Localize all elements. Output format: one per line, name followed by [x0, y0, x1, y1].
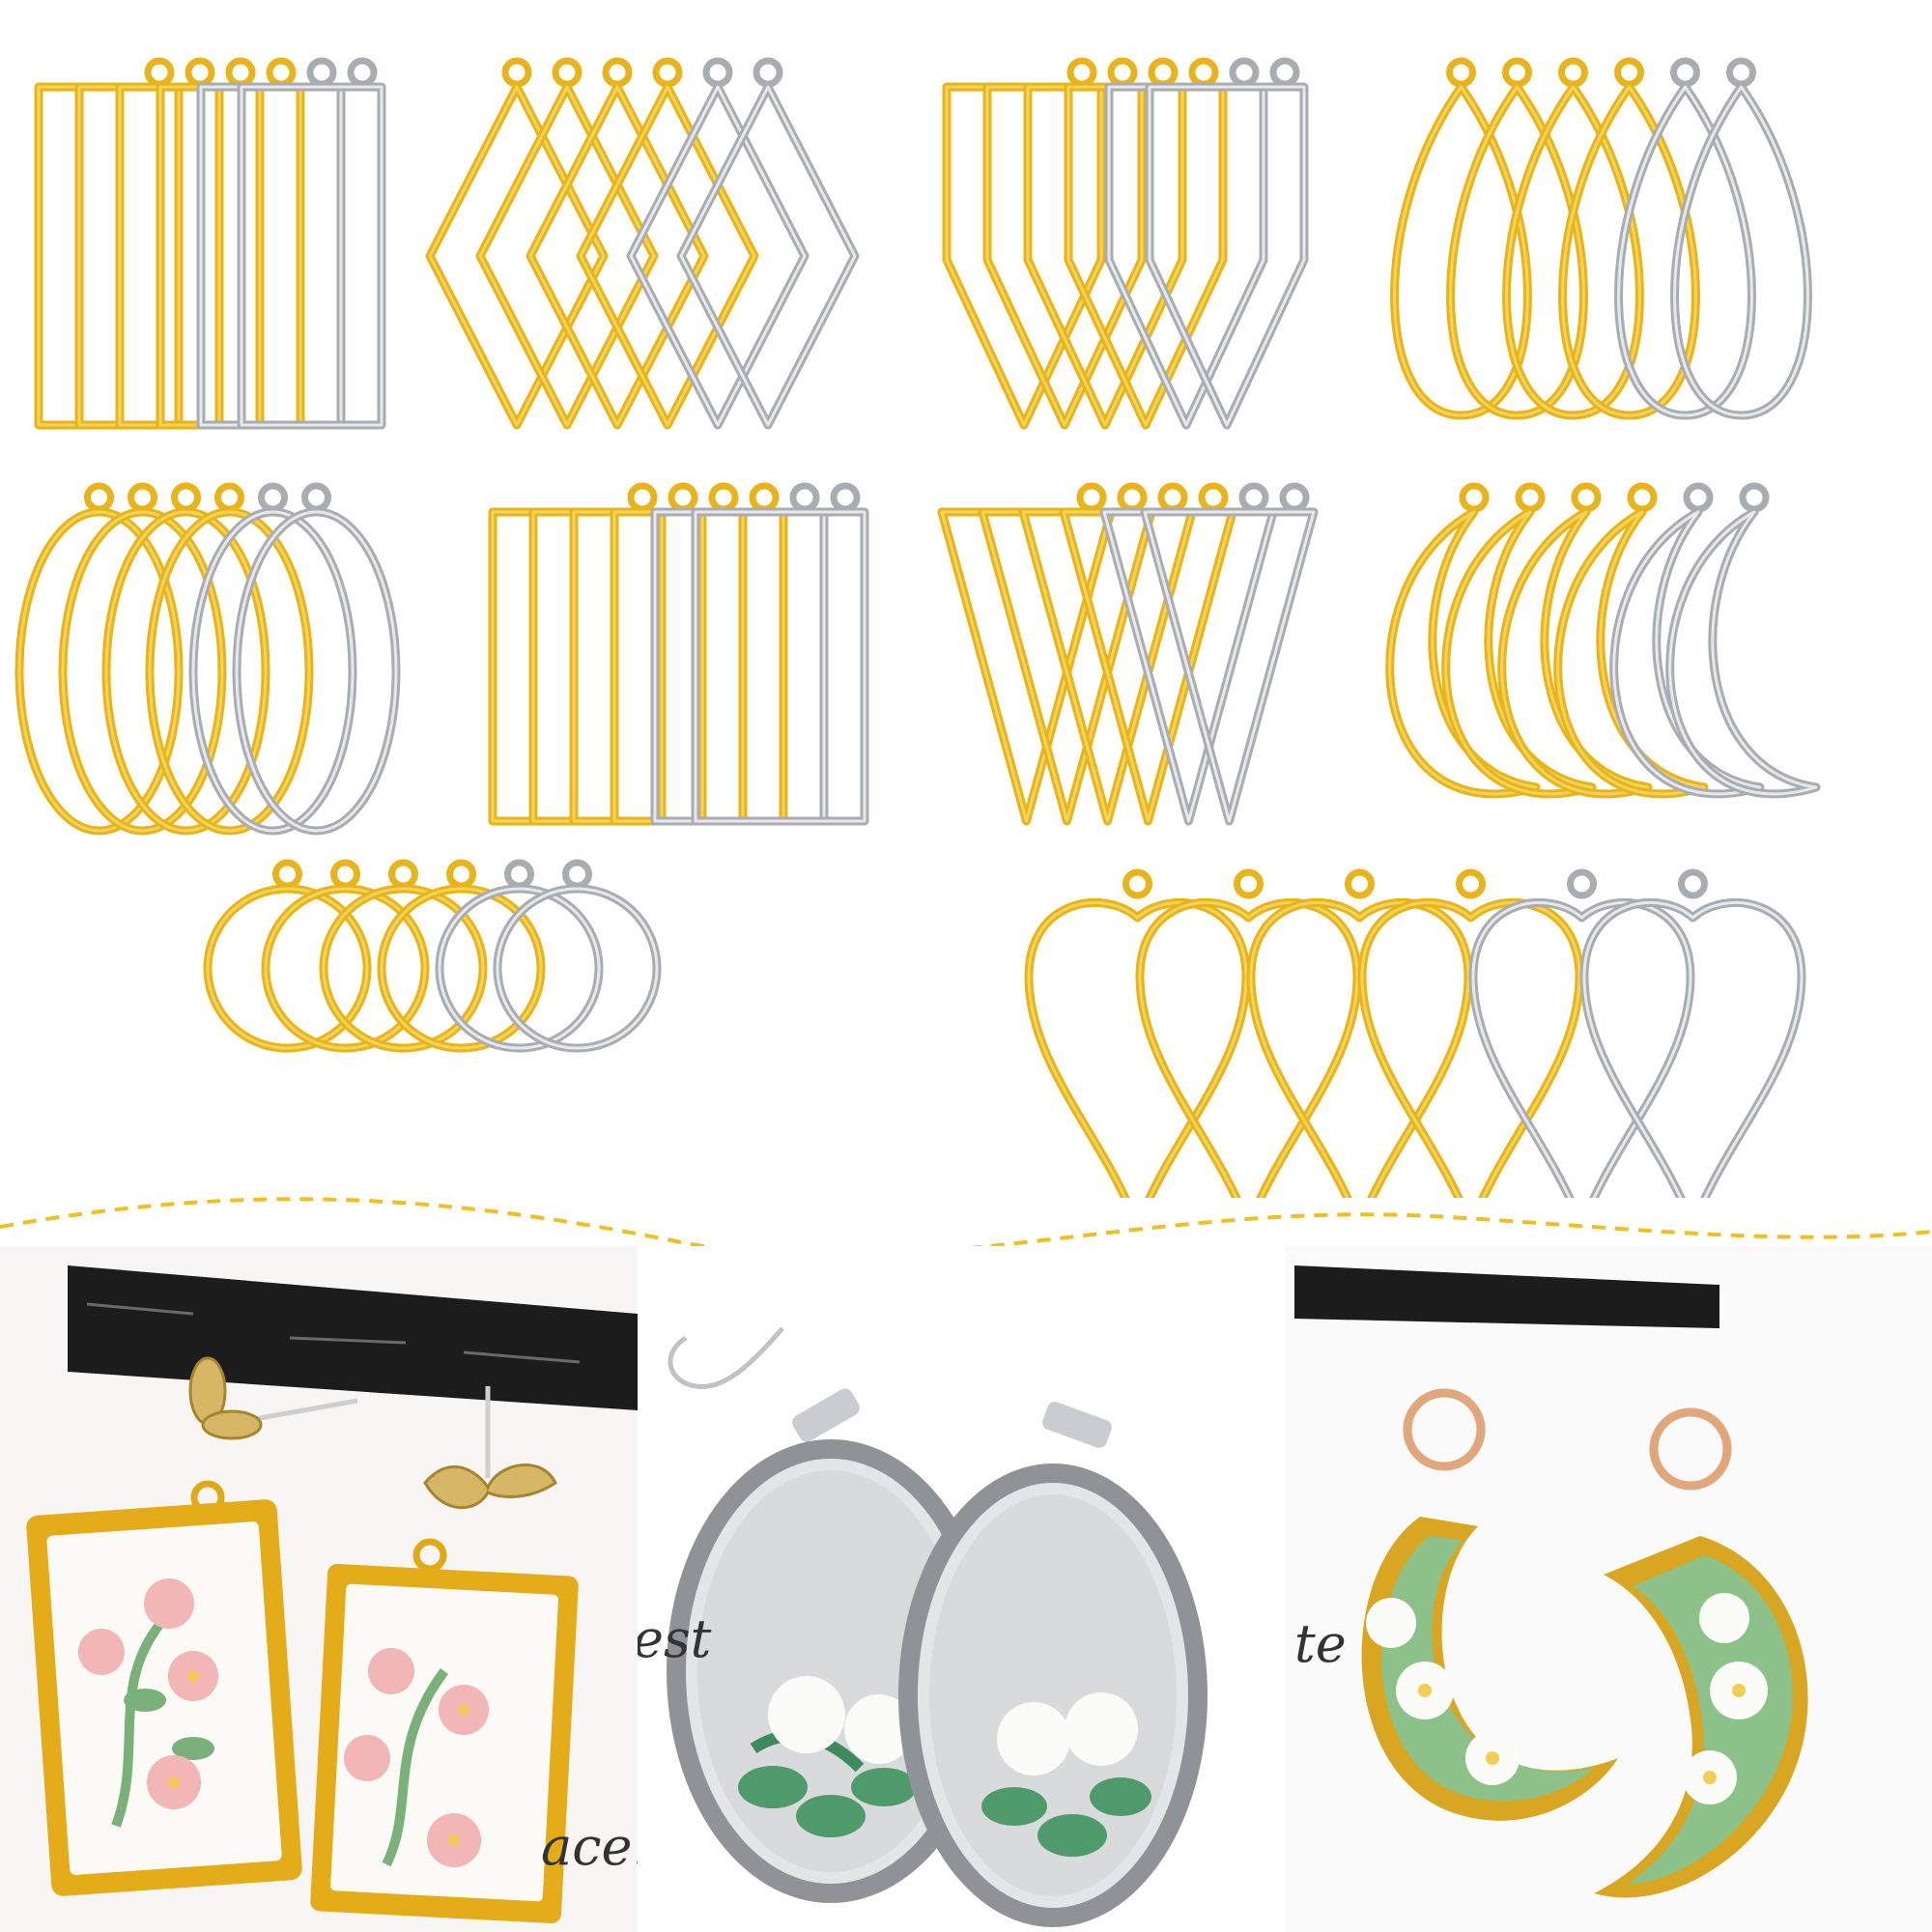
- silver-oval-frame: [232, 482, 401, 836]
- gold-rhombus-frame: [526, 57, 709, 430]
- gold-circle-frame: [319, 859, 488, 1053]
- silver-heart-frame: [1579, 868, 1806, 1198]
- gold-teardrop-frame: [1390, 57, 1532, 420]
- silver-teardrop-frame: [1670, 57, 1812, 420]
- gold-heart-frame: [1024, 868, 1251, 1198]
- gold-circle-frame: [377, 859, 546, 1053]
- gold-oval-frame: [145, 482, 314, 836]
- earring-left: [26, 1356, 358, 1896]
- gold-heart-frame: [1246, 868, 1473, 1198]
- gold-rhombus-frame: [475, 57, 659, 430]
- silver-circle-frame: [435, 859, 604, 1053]
- silver-inverted-triangle-frame: [1140, 482, 1319, 826]
- silver-pentagon-shield-frame: [1145, 57, 1309, 430]
- gold-oval-frame: [14, 482, 184, 836]
- frame-group-oval: [14, 482, 401, 836]
- gold-heart-frame: [1357, 868, 1584, 1198]
- silver-wide-rectangle-frame: [691, 482, 869, 826]
- gold-teardrop-frame: [1446, 57, 1588, 420]
- photo-mid-text: est: [638, 1608, 712, 1669]
- photo-moon-pendants: te: [1285, 1246, 1932, 1932]
- frames-svg: [14, 57, 1821, 1198]
- gold-circle-frame: [261, 859, 430, 1053]
- gold-oval-frame: [58, 482, 227, 836]
- silver-circle-frame: [493, 859, 662, 1053]
- gold-teardrop-frame: [1558, 57, 1700, 420]
- photo-right-text: te: [1294, 1613, 1347, 1674]
- frame-group-pentagon-shield: [942, 57, 1309, 430]
- silver-crescent-moon-frame: [1665, 482, 1821, 799]
- photo-rectangle-earrings: ace.: [0, 1246, 638, 1932]
- frame-group-rhombus: [425, 57, 860, 430]
- gold-teardrop-frame: [1502, 57, 1644, 420]
- moon-pendant-left: [1361, 1388, 1618, 1821]
- frame-group-heart: [1024, 868, 1806, 1198]
- silver-heart-frame: [1468, 868, 1695, 1198]
- earring-right: [310, 1386, 579, 1924]
- silver-rhombus-frame: [626, 57, 810, 430]
- photo-oval-earrings: est: [638, 1246, 1285, 1932]
- frame-group-circle: [203, 859, 662, 1053]
- frame-group-crescent-moon: [1385, 482, 1821, 799]
- frame-group-inverted-triangle: [937, 482, 1319, 826]
- oval-earring-left: [667, 1388, 995, 1903]
- gold-oval-frame: [101, 482, 270, 836]
- gold-rhombus-frame: [425, 57, 609, 430]
- wavy-divider: [0, 1197, 1932, 1258]
- frame-group-teardrop: [1390, 57, 1812, 420]
- oval-earring-right: [898, 1402, 1208, 1927]
- silver-oval-frame: [188, 482, 357, 836]
- frame-assortment: [14, 57, 1821, 1198]
- frame-group-wide-rectangle: [488, 482, 869, 826]
- gold-rhombus-frame: [576, 57, 759, 430]
- gold-circle-frame: [203, 859, 372, 1053]
- photo-left-text: ace.: [541, 1816, 638, 1877]
- silver-teardrop-frame: [1614, 57, 1756, 420]
- moon-pendant-right: [1594, 1407, 1808, 1898]
- frame-group-rectangle: [34, 57, 386, 430]
- gold-heart-frame: [1135, 868, 1362, 1198]
- silver-rectangle-frame: [237, 57, 386, 430]
- silver-rhombus-frame: [676, 57, 860, 430]
